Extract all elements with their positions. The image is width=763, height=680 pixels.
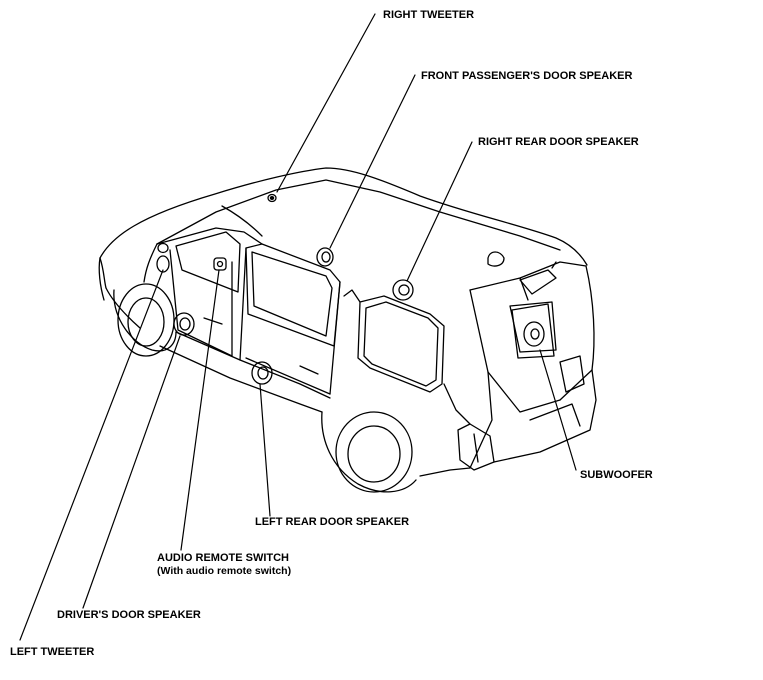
left-rear-door-speaker-icon [251, 361, 273, 385]
leader-lines [19, 13, 577, 641]
left-tweeter-icon [156, 242, 170, 273]
subwoofer-icon [511, 303, 555, 359]
leader-left-tweeter [19, 269, 164, 641]
leader-right-tweeter [276, 13, 376, 193]
audio-remote-switch-icon [213, 257, 227, 271]
label-left-tweeter: LEFT TWEETER [10, 646, 95, 658]
front-passenger-door-speaker-icon [316, 247, 334, 267]
right-tweeter-icon [267, 193, 277, 203]
leader-drivers-door-speaker [82, 335, 181, 609]
label-front-passenger-door-speaker: FRONT PASSENGER'S DOOR SPEAKER [421, 70, 633, 82]
leader-left-rear-door-speaker [259, 383, 271, 517]
vehicle-body [98, 167, 597, 493]
label-left-rear-door-speaker: LEFT REAR DOOR SPEAKER [255, 516, 410, 528]
leader-right-rear-door-speaker [406, 141, 473, 282]
drivers-door-speaker-icon [173, 312, 195, 336]
leader-subwoofer [539, 349, 577, 471]
leader-front-passenger-door-speaker [329, 74, 416, 249]
leader-audio-remote-switch [180, 269, 220, 551]
label-audio-remote-switch: AUDIO REMOTE SWITCH (With audio remote s… [157, 552, 291, 578]
label-right-rear-door-speaker: RIGHT REAR DOOR SPEAKER [478, 136, 639, 148]
audio-remote-switch-title: AUDIO REMOTE SWITCH [157, 552, 289, 564]
label-right-tweeter: RIGHT TWEETER [383, 9, 475, 21]
label-drivers-door-speaker: DRIVER'S DOOR SPEAKER [57, 609, 201, 621]
right-rear-door-speaker-icon [392, 279, 414, 301]
audio-remote-switch-note: (With audio remote switch) [157, 565, 292, 577]
label-subwoofer: SUBWOOFER [580, 469, 653, 481]
